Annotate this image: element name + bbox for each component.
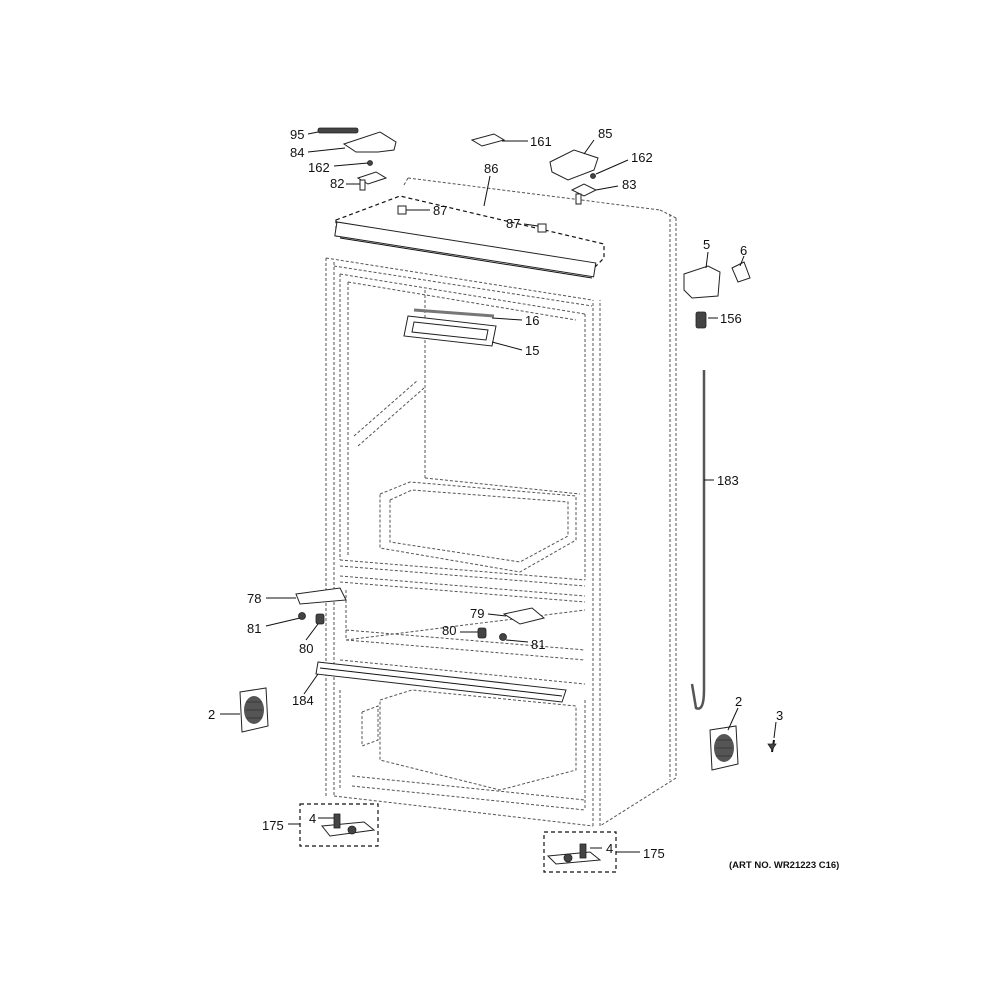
callout-4: 4 — [606, 841, 613, 856]
tube-183 — [690, 370, 706, 710]
grille-left — [239, 687, 269, 733]
callout-183: 183 — [717, 473, 739, 488]
middle-hinge-parts — [295, 587, 546, 641]
callout-labels: 95 84 162 82 161 85 162 83 86 87 87 5 6 … — [208, 126, 783, 861]
callout-156: 156 — [720, 311, 742, 326]
hinge-84 — [342, 131, 397, 153]
cabinet-outline — [325, 177, 677, 827]
leveling-leg-right — [543, 831, 617, 873]
hinge-79 — [502, 607, 546, 625]
callout-161: 161 — [530, 134, 552, 149]
callout-15: 15 — [525, 343, 539, 358]
bushing-80a — [315, 613, 325, 625]
callout-162: 162 — [308, 160, 330, 175]
hinge-78 — [295, 587, 347, 605]
callout-78: 78 — [247, 591, 261, 606]
callout-2: 2 — [208, 707, 215, 722]
callout-86: 86 — [484, 161, 498, 176]
callout-81: 81 — [247, 621, 261, 636]
callout-175: 175 — [643, 846, 665, 861]
clip-87-right — [537, 223, 547, 233]
callout-184: 184 — [292, 693, 314, 708]
callout-175: 175 — [262, 818, 284, 833]
callout-84: 84 — [290, 145, 304, 160]
callout-162: 162 — [631, 150, 653, 165]
art-number: (ART NO. WR21223 C16) — [729, 860, 839, 871]
pad-161 — [470, 133, 506, 147]
callout-80: 80 — [299, 641, 313, 656]
callout-81: 81 — [531, 637, 545, 652]
callout-3: 3 — [776, 708, 783, 723]
screw-81b — [499, 633, 507, 641]
top-cover-assembly — [334, 195, 605, 279]
callout-4: 4 — [309, 811, 316, 826]
callout-79: 79 — [470, 606, 484, 621]
light-parts — [403, 308, 497, 347]
leader-lines — [220, 131, 777, 853]
grille-right — [709, 725, 739, 771]
callout-95: 95 — [290, 127, 304, 142]
screw-162a — [367, 160, 373, 166]
spring-95 — [317, 127, 359, 134]
callout-6: 6 — [740, 243, 747, 258]
clip-87-left — [397, 205, 407, 215]
stop-6 — [731, 261, 751, 283]
screw-3 — [767, 739, 777, 753]
right-side-parts — [683, 261, 751, 710]
callout-85: 85 — [598, 126, 612, 141]
leveling-leg-left — [299, 803, 379, 847]
callout-82: 82 — [330, 176, 344, 191]
callout-83: 83 — [622, 177, 636, 192]
callout-5: 5 — [703, 237, 710, 252]
callout-87: 87 — [506, 216, 520, 231]
hinge-85 — [549, 149, 599, 181]
callout-80: 80 — [442, 623, 456, 638]
callout-87: 87 — [433, 203, 447, 218]
rail-184 — [315, 661, 567, 703]
left-top-hinge-parts — [317, 127, 397, 191]
screw-81a — [298, 612, 306, 620]
bushing-80b — [477, 627, 487, 639]
hinge-5 — [683, 265, 721, 299]
right-top-hinge-parts — [470, 133, 599, 205]
callout-16: 16 — [525, 313, 539, 328]
bushing-156 — [695, 311, 707, 329]
screw-162b — [590, 173, 596, 179]
callout-2: 2 — [735, 694, 742, 709]
